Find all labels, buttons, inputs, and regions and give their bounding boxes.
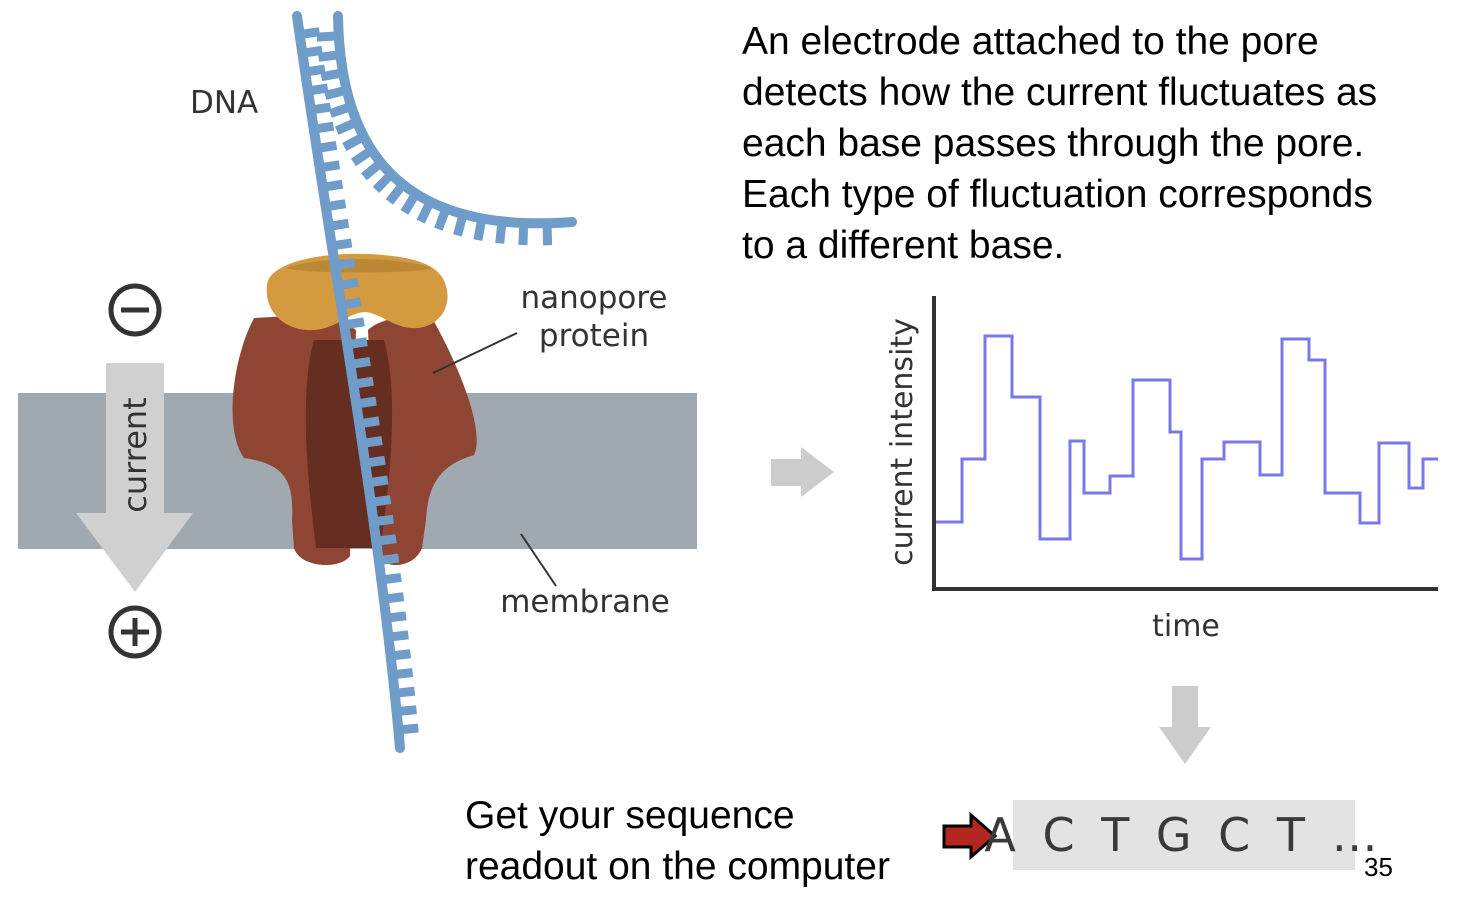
plus-electrode-icon [108, 605, 162, 659]
dna-strands [292, 11, 577, 753]
dna-base [473, 217, 487, 241]
dna-base [453, 212, 468, 237]
readout-line: readout on the computer [465, 845, 890, 888]
dna-label: DNA [190, 85, 258, 121]
dna-base [358, 416, 380, 429]
nanopore-label-line2: protein [539, 318, 649, 354]
dna-base [307, 83, 329, 96]
right-arrow-icon [771, 447, 834, 497]
dna-base [321, 179, 344, 192]
dna-base [331, 238, 353, 251]
membrane-leader-line [520, 533, 557, 587]
description-line: An electrode attached to the pore [742, 20, 1319, 63]
dna-base [304, 64, 326, 77]
dna-base [370, 495, 392, 507]
sequence-text: A C T G C T … [984, 808, 1384, 862]
dna-base [342, 132, 366, 151]
sequence-box: A C T G C T … [984, 800, 1384, 870]
dna-base [361, 159, 384, 181]
current-signal-trace [936, 334, 1438, 561]
dna-base [320, 68, 344, 82]
dna-base [542, 223, 553, 246]
dna-partner-strand [333, 11, 577, 229]
dna-base [385, 611, 407, 623]
description-line: detects how the current fluctuates as [742, 71, 1378, 114]
dna-base [380, 572, 402, 585]
dna-base [343, 317, 365, 330]
current-graph: current intensity time [885, 296, 1438, 644]
current-arrow [76, 363, 193, 592]
dna-base [340, 297, 362, 310]
description-text: An electrode attached to the pore detect… [742, 16, 1452, 271]
dna-base [385, 181, 407, 205]
dna-base [397, 723, 419, 735]
dna-base [350, 146, 375, 167]
membrane-label: membrane [500, 584, 670, 620]
dna-base [390, 649, 412, 661]
dna-base [400, 191, 420, 215]
dna-base [396, 705, 417, 717]
dna-base [518, 222, 529, 246]
page-number: 35 [1364, 852, 1393, 882]
dna-base [349, 356, 371, 369]
dna-base [313, 121, 335, 134]
current-label: current [116, 397, 154, 512]
down-arrow-icon [1159, 686, 1211, 764]
minus-electrode-icon [108, 283, 162, 337]
dna-base [337, 277, 359, 290]
dna-base [324, 85, 348, 100]
dna-base [361, 436, 383, 448]
x-axis-label: time [1152, 609, 1220, 644]
dna-base [387, 630, 409, 642]
dna-base [394, 686, 416, 698]
dna-base [416, 199, 435, 224]
dna-base [334, 117, 359, 135]
red-pointer-arrow-icon [942, 811, 998, 861]
dna-base [375, 534, 397, 546]
dna-base [346, 337, 368, 350]
dna-base [298, 27, 321, 40]
nanopore-leader-line [432, 332, 518, 374]
dna-base [367, 475, 389, 488]
dna-base [301, 45, 323, 58]
dna-base [392, 668, 414, 680]
dna-base [372, 170, 395, 194]
dna-base [434, 207, 451, 231]
dna-base [352, 376, 374, 389]
description-line: Each type of fluctuation corresponds [742, 173, 1373, 216]
dna-base [328, 102, 353, 118]
dna-base [316, 31, 340, 42]
nanopore-protein [232, 253, 477, 566]
dna-base [318, 160, 341, 173]
dna-base [355, 396, 377, 409]
dna-base [310, 102, 332, 115]
dna-base [318, 50, 341, 62]
readout-line: Get your sequence [465, 794, 795, 837]
dna-base [372, 514, 394, 527]
nanopore-label-line1: nanopore [520, 280, 667, 316]
dna-base [328, 218, 350, 231]
dna-base [325, 199, 347, 212]
dna-base [495, 220, 507, 244]
dna-base [315, 140, 338, 153]
dna-base [364, 455, 386, 468]
dna-base [334, 258, 356, 271]
description-line: to a different base. [742, 224, 1065, 267]
y-axis-label: current intensity [885, 318, 920, 566]
readout-text: Get your sequence readout on the compute… [465, 790, 890, 892]
description-line: each base passes through the pore. [742, 122, 1365, 165]
dna-base [378, 553, 400, 566]
dna-base [383, 592, 405, 604]
